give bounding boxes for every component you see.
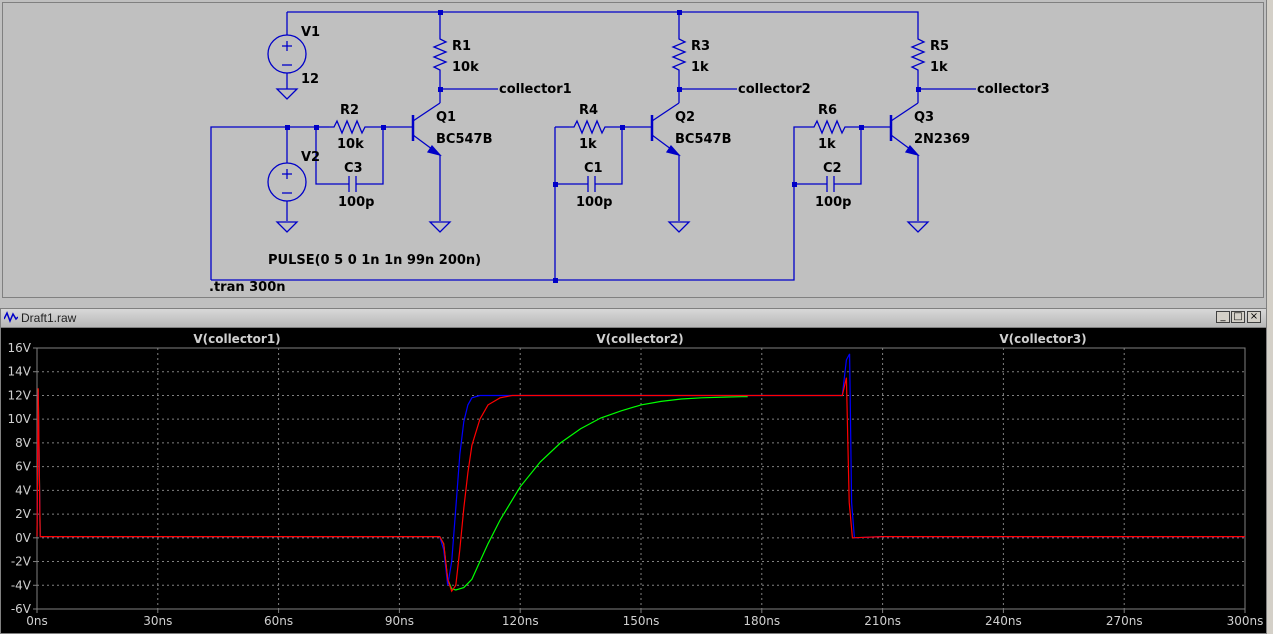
ground-icon: [275, 88, 299, 100]
r1-value: 10k: [452, 60, 479, 75]
r5-value: 1k: [930, 60, 948, 75]
waveform-titlebar[interactable]: Draft1.raw _ □ ×: [1, 309, 1266, 328]
schematic-canvas[interactable]: V1 12 V2 PULSE(0 5 0 1n 1n 99n 200n) R1 …: [3, 3, 1265, 299]
net-label-collector3[interactable]: collector3: [977, 82, 1050, 97]
waveform-plot[interactable]: 16V 14V 12V 10V 8V 6V 4V 2V 0V -2V -4V -6V 0ns 30ns 6…: [1, 327, 1266, 633]
capacitor-icon[interactable]: [587, 176, 596, 192]
x-tick-label: 150ns: [623, 614, 660, 628]
ground-icon: [275, 221, 299, 233]
r3-label: R3: [691, 39, 710, 54]
trace-label-collector1[interactable]: V(collector1): [193, 332, 280, 346]
x-tick-label: 0ns: [26, 614, 48, 628]
y-tick-label: 0V: [15, 531, 32, 545]
pulse-source-icon[interactable]: [267, 162, 307, 202]
ground-icon: [906, 221, 930, 233]
x-axis: 0ns 30ns 60ns 90ns 120ns 150ns 180ns 210ns 240ns…: [26, 609, 1263, 628]
ground-icon: [667, 221, 691, 233]
spice-directive[interactable]: .tran 300n: [209, 280, 286, 295]
y-tick-label: 14V: [8, 365, 32, 379]
r3-value: 1k: [691, 60, 709, 75]
trace-label-collector3[interactable]: V(collector3): [999, 332, 1086, 346]
close-button[interactable]: ×: [1247, 311, 1261, 323]
c2-label: C2: [823, 161, 842, 176]
resistor-icon[interactable]: [910, 33, 926, 73]
y-axis: 16V 14V 12V 10V 8V 6V 4V 2V 0V -2V -4V -6V: [8, 341, 37, 616]
x-tick-label: 270ns: [1106, 614, 1143, 628]
plot-grid: [36, 347, 1246, 610]
x-tick-label: 240ns: [985, 614, 1022, 628]
maximize-button[interactable]: □: [1231, 311, 1245, 323]
resistor-icon[interactable]: [809, 119, 851, 135]
junction-dots: [285, 10, 921, 283]
c1-value: 100p: [576, 195, 612, 210]
resistor-icon[interactable]: [432, 35, 448, 73]
npn-transistor-icon[interactable]: [889, 102, 920, 157]
x-tick-label: 60ns: [264, 614, 293, 628]
y-tick-label: 16V: [8, 341, 32, 355]
schematic-editor[interactable]: V1 12 V2 PULSE(0 5 0 1n 1n 99n 200n) R1 …: [2, 2, 1264, 298]
c3-value: 100p: [338, 195, 374, 210]
trace-collector3[interactable]: [36, 377, 1245, 593]
y-tick-label: -4V: [11, 578, 32, 592]
y-tick-label: 10V: [8, 412, 32, 426]
ground-icon: [428, 221, 452, 233]
y-tick-label: -2V: [11, 555, 32, 569]
x-tick-label: 300ns: [1227, 614, 1264, 628]
v1-value: 12: [301, 72, 319, 87]
voltage-source-icon[interactable]: [267, 34, 307, 74]
window-title: Draft1.raw: [21, 311, 77, 325]
q2-model: BC547B: [675, 132, 732, 147]
y-tick-label: 6V: [15, 460, 32, 474]
waveform-icon: [4, 311, 18, 323]
r1-label: R1: [452, 39, 471, 54]
y-tick-label: 2V: [15, 507, 32, 521]
x-tick-label: 210ns: [864, 614, 901, 628]
c2-value: 100p: [815, 195, 851, 210]
v2-value: PULSE(0 5 0 1n 1n 99n 200n): [268, 253, 481, 268]
y-tick-label: 4V: [15, 483, 32, 497]
npn-transistor-icon[interactable]: [650, 102, 681, 157]
r6-label: R6: [818, 103, 837, 118]
resistor-icon[interactable]: [329, 119, 371, 135]
wires: [210, 11, 976, 281]
r4-value: 1k: [579, 137, 597, 152]
net-label-collector1[interactable]: collector1: [499, 82, 572, 97]
net-label-collector2[interactable]: collector2: [738, 82, 811, 97]
r5-label: R5: [930, 39, 949, 54]
v2-label: V2: [301, 150, 320, 165]
traces[interactable]: [36, 353, 1245, 593]
v1-label: V1: [301, 25, 320, 40]
r6-value: 1k: [818, 137, 836, 152]
resistor-icon[interactable]: [671, 35, 687, 73]
r2-value: 10k: [337, 137, 364, 152]
npn-transistor-icon[interactable]: [411, 102, 442, 157]
waveform-viewer-window[interactable]: Draft1.raw _ □ × 16V 14V 12V 10V 8V 6V 4V 2V 0V -…: [0, 308, 1267, 634]
y-tick-label: 12V: [8, 388, 32, 402]
q3-model: 2N2369: [914, 132, 970, 147]
q2-label: Q2: [675, 110, 695, 125]
capacitor-icon[interactable]: [348, 176, 357, 192]
x-tick-label: 120ns: [502, 614, 539, 628]
q1-model: BC547B: [436, 132, 493, 147]
c1-label: C1: [584, 161, 603, 176]
y-tick-label: 8V: [15, 436, 32, 450]
x-tick-label: 30ns: [143, 614, 172, 628]
q3-label: Q3: [914, 110, 934, 125]
r2-label: R2: [340, 103, 359, 118]
r4-label: R4: [579, 103, 598, 118]
c3-label: C3: [344, 161, 363, 176]
window-edge: [1266, 0, 1273, 634]
minimize-button[interactable]: _: [1216, 311, 1230, 323]
resistor-icon[interactable]: [569, 119, 611, 135]
y-tick-label: -6V: [11, 602, 32, 616]
x-tick-label: 90ns: [385, 614, 414, 628]
trace-label-collector2[interactable]: V(collector2): [596, 332, 683, 346]
q1-label: Q1: [436, 110, 456, 125]
capacitor-icon[interactable]: [826, 176, 835, 192]
x-tick-label: 180ns: [743, 614, 780, 628]
